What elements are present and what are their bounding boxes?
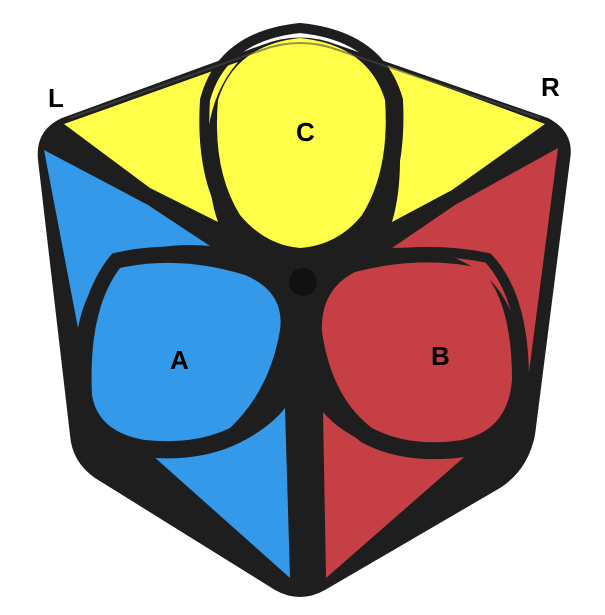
label-right-petal: B: [431, 341, 450, 371]
left-top-corner-sticker: [44, 150, 210, 328]
right-bottom-corner-sticker: [323, 412, 470, 578]
left-petal-outline: [76, 246, 298, 459]
label-top-petal: C: [296, 117, 315, 147]
label-left: L: [48, 83, 64, 113]
label-left-petal: A: [170, 345, 189, 375]
right-petal-sticker: [321, 262, 512, 443]
top-left-corner-sticker: [64, 62, 238, 222]
top-right-corner-sticker: [378, 62, 545, 222]
right-petal-outline: [304, 246, 530, 460]
top-petal-sticker: [216, 38, 386, 248]
center-pivot: [289, 268, 317, 296]
label-right: R: [541, 72, 560, 102]
left-petal-sticker: [91, 262, 281, 442]
top-petal-outline: [199, 22, 404, 268]
top-rim-highlight: [69, 42, 541, 119]
left-bottom-corner-sticker: [152, 408, 290, 578]
